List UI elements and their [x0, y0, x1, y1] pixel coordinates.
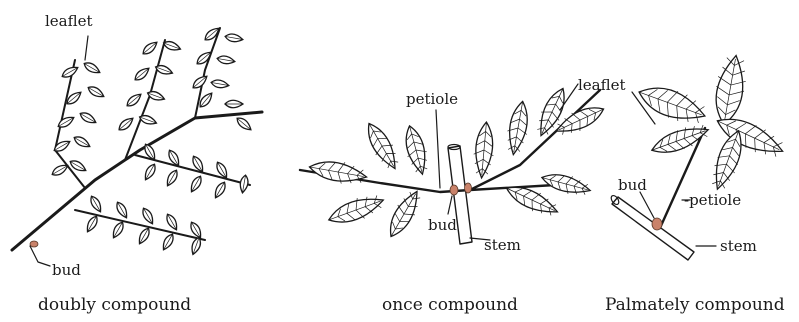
label-leaflet: leaflet — [45, 12, 93, 30]
petiole-pointer-line — [436, 110, 440, 188]
doubly-leaflet — [142, 162, 157, 181]
doubly-leaflet — [136, 226, 151, 245]
label-bud-palmate: bud — [618, 176, 647, 194]
caption-doubly-compound: doubly compound — [38, 295, 191, 315]
label-stem-palmate: stem — [720, 237, 757, 255]
doubly-leaflet — [235, 115, 254, 132]
doubly-leaflet — [216, 55, 235, 66]
doubly-leaflet — [72, 134, 91, 149]
caption-palmately-compound: Palmately compound — [605, 295, 785, 315]
once-bud-left — [450, 185, 458, 195]
once-bud-pointer — [448, 196, 452, 214]
label-petiole-palmate: -petiole — [684, 191, 741, 209]
doubly-leaflet — [86, 84, 105, 99]
doubly-main-rachis — [12, 112, 262, 250]
doubly-leaflet — [188, 174, 203, 193]
doubly-leaflet — [191, 73, 210, 90]
doubly-compound-diagram: leaflet bud doubly compound — [12, 12, 262, 315]
once-leaflet — [382, 187, 425, 242]
once-leaflet — [308, 156, 369, 187]
once-leaflet — [504, 100, 533, 157]
doubly-leaflet — [117, 115, 136, 132]
doubly-leaflet — [225, 100, 243, 108]
leaflet-pointer-line — [85, 36, 88, 60]
doubly-leaflet — [212, 180, 227, 199]
doubly-leaflet — [82, 60, 101, 75]
once-leaflet — [472, 121, 497, 179]
once-compound-diagram: petiole bud stem once compound — [300, 84, 608, 315]
doubly-bud-mark — [30, 241, 38, 247]
doubly-leaflet — [84, 214, 99, 233]
palmately-compound-diagram: leaflet bud -petiole stem Palmately comp… — [578, 53, 788, 315]
palmate-leaflet — [634, 79, 709, 129]
doubly-leaflet — [60, 64, 79, 79]
doubly-leaflet — [210, 79, 229, 90]
doubly-leaflet — [78, 110, 97, 125]
label-stem-once: stem — [484, 236, 521, 254]
label-bud: bud — [52, 261, 81, 279]
doubly-leaflet — [224, 33, 243, 44]
doubly-leaflet — [239, 174, 250, 193]
label-leaflet-palmate: leaflet — [578, 76, 626, 94]
doubly-leaflet — [146, 89, 165, 102]
caption-once-compound: once compound — [382, 295, 518, 315]
palmate-leaflet — [648, 120, 711, 159]
doubly-leaflet — [110, 220, 125, 239]
palmate-leaflet — [710, 53, 750, 127]
once-leaflet — [400, 123, 432, 176]
doubly-leaflet — [195, 49, 214, 66]
doubly-leaflet — [88, 194, 103, 213]
doubly-leaflet — [164, 168, 179, 187]
palmate-bud-mark — [652, 218, 662, 230]
palmate-leaflets-group — [634, 53, 788, 193]
doubly-leaflet — [56, 114, 75, 129]
doubly-leaflet — [164, 212, 179, 231]
once-leaflet — [360, 119, 403, 174]
palmate-stem — [610, 194, 694, 260]
doubly-leaflet — [114, 200, 129, 219]
doubly-leaflet — [133, 65, 152, 82]
doubly-leaflet — [125, 91, 144, 108]
label-petiole: petiole — [406, 90, 458, 108]
once-leaflet — [325, 190, 387, 230]
doubly-leaflet — [141, 39, 160, 56]
doubly-leaflet — [160, 232, 175, 251]
doubly-leaflet — [140, 206, 155, 225]
bud-pointer-line — [30, 246, 50, 266]
label-bud-once: bud — [428, 216, 457, 234]
once-bud-right — [465, 183, 472, 193]
once-leaflet — [540, 169, 593, 199]
doubly-leaflets-group — [50, 25, 253, 255]
